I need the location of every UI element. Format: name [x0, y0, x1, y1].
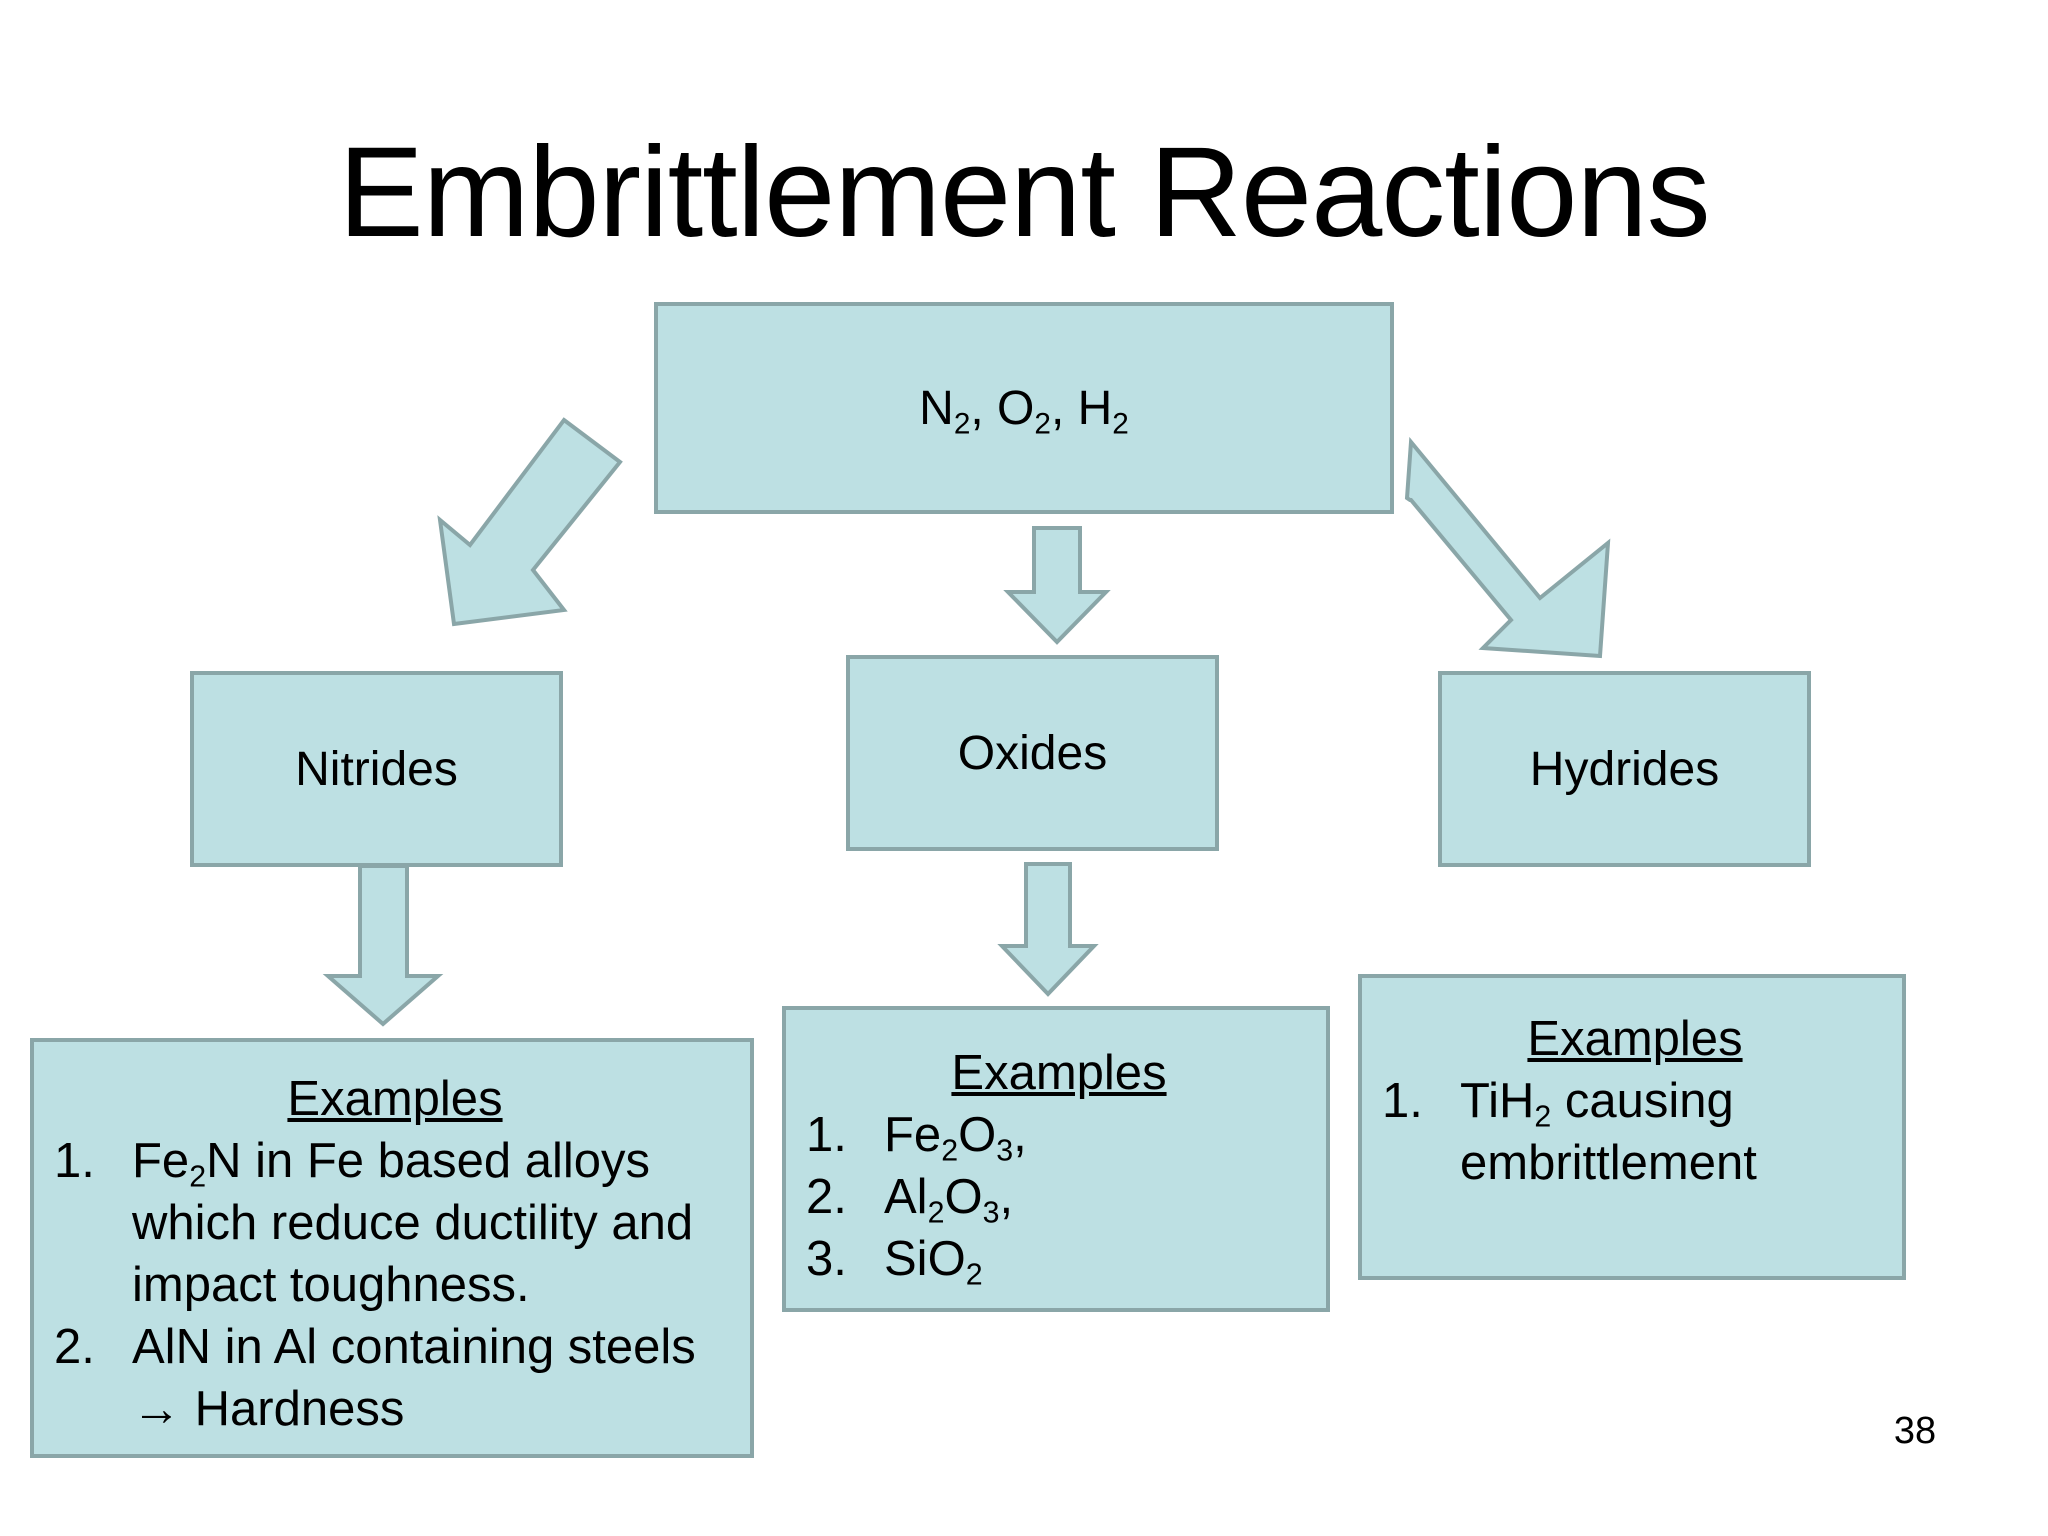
- list-item-text: Fe2N in Fe based alloys which reduce duc…: [132, 1134, 694, 1312]
- list-item-number: 1.: [1382, 1074, 1423, 1128]
- list-item-text: AlN in Al containing steels → Hardness: [132, 1320, 696, 1436]
- arrow-to-nitrides: [437, 417, 623, 627]
- subscript: 2: [1534, 1099, 1552, 1134]
- slide-title: Embrittlement Reactions: [338, 121, 1710, 264]
- list-item: 2. Al2O3,: [806, 1166, 1312, 1228]
- subscript: 2: [953, 407, 971, 441]
- list-item-text: SiO2: [884, 1232, 983, 1292]
- reactants-box: N2, O2, H2: [654, 302, 1394, 514]
- subscript: 3: [996, 1133, 1014, 1168]
- list-item-text: Fe2O3,: [884, 1108, 1027, 1168]
- oxides-box: Oxides: [846, 655, 1219, 851]
- list-item-number: 3.: [806, 1232, 847, 1286]
- list-item-number: 2.: [54, 1320, 95, 1374]
- list-item-number: 2.: [806, 1170, 847, 1224]
- examples-heading: Examples: [287, 1072, 503, 1126]
- arrow-to-oxides: [1003, 526, 1111, 645]
- nitrides-box: Nitrides: [190, 671, 563, 867]
- list-item: 1. TiH2 causing embrittlement: [1382, 1070, 1888, 1194]
- arrow-to-hydrides: [1404, 436, 1611, 659]
- subscript: 2: [1112, 407, 1129, 441]
- list-item: 1. Fe2N in Fe based alloys which reduce d…: [54, 1130, 736, 1316]
- hydrides-box: Hydrides: [1438, 671, 1811, 867]
- page-number: 38: [1893, 1410, 1937, 1452]
- examples-heading: Examples: [1527, 1012, 1743, 1066]
- arrow-oxides-to-examples: [997, 862, 1099, 997]
- subscript: 2: [1034, 407, 1051, 441]
- list-item-text: Al2O3,: [884, 1170, 1014, 1230]
- subscript: 3: [982, 1195, 1000, 1230]
- list-item-number: 1.: [806, 1108, 847, 1162]
- list-item-text: TiH2 causing embrittlement: [1460, 1074, 1757, 1190]
- subscript: 2: [965, 1257, 983, 1292]
- hydrides-examples-list: 1. TiH2 causing embrittlement: [1382, 1070, 1888, 1194]
- nitrides-examples-box: Examples 1. Fe2N in Fe based alloys which…: [30, 1038, 754, 1458]
- subscript: 2: [927, 1195, 945, 1230]
- subscript: 2: [941, 1133, 959, 1168]
- list-item: 1. Fe2O3,: [806, 1104, 1312, 1166]
- oxides-examples-list: 1. Fe2O3, 2. Al2O3, 3. SiO2: [806, 1104, 1312, 1290]
- examples-heading: Examples: [951, 1046, 1167, 1100]
- nitrides-examples-list: 1. Fe2N in Fe based alloys which reduce d…: [54, 1130, 736, 1440]
- subscript: 2: [189, 1159, 207, 1194]
- arrow-nitrides-to-examples: [322, 864, 444, 1027]
- list-item: 3. SiO2: [806, 1228, 1312, 1290]
- list-item-number: 1.: [54, 1134, 95, 1188]
- list-item: 2. AlN in Al containing steels → Hardness: [54, 1316, 736, 1440]
- oxides-examples-box: Examples 1. Fe2O3, 2. Al2O3, 3. SiO2: [782, 1006, 1330, 1312]
- hydrides-examples-box: Examples 1. TiH2 causing embrittlement: [1358, 974, 1906, 1280]
